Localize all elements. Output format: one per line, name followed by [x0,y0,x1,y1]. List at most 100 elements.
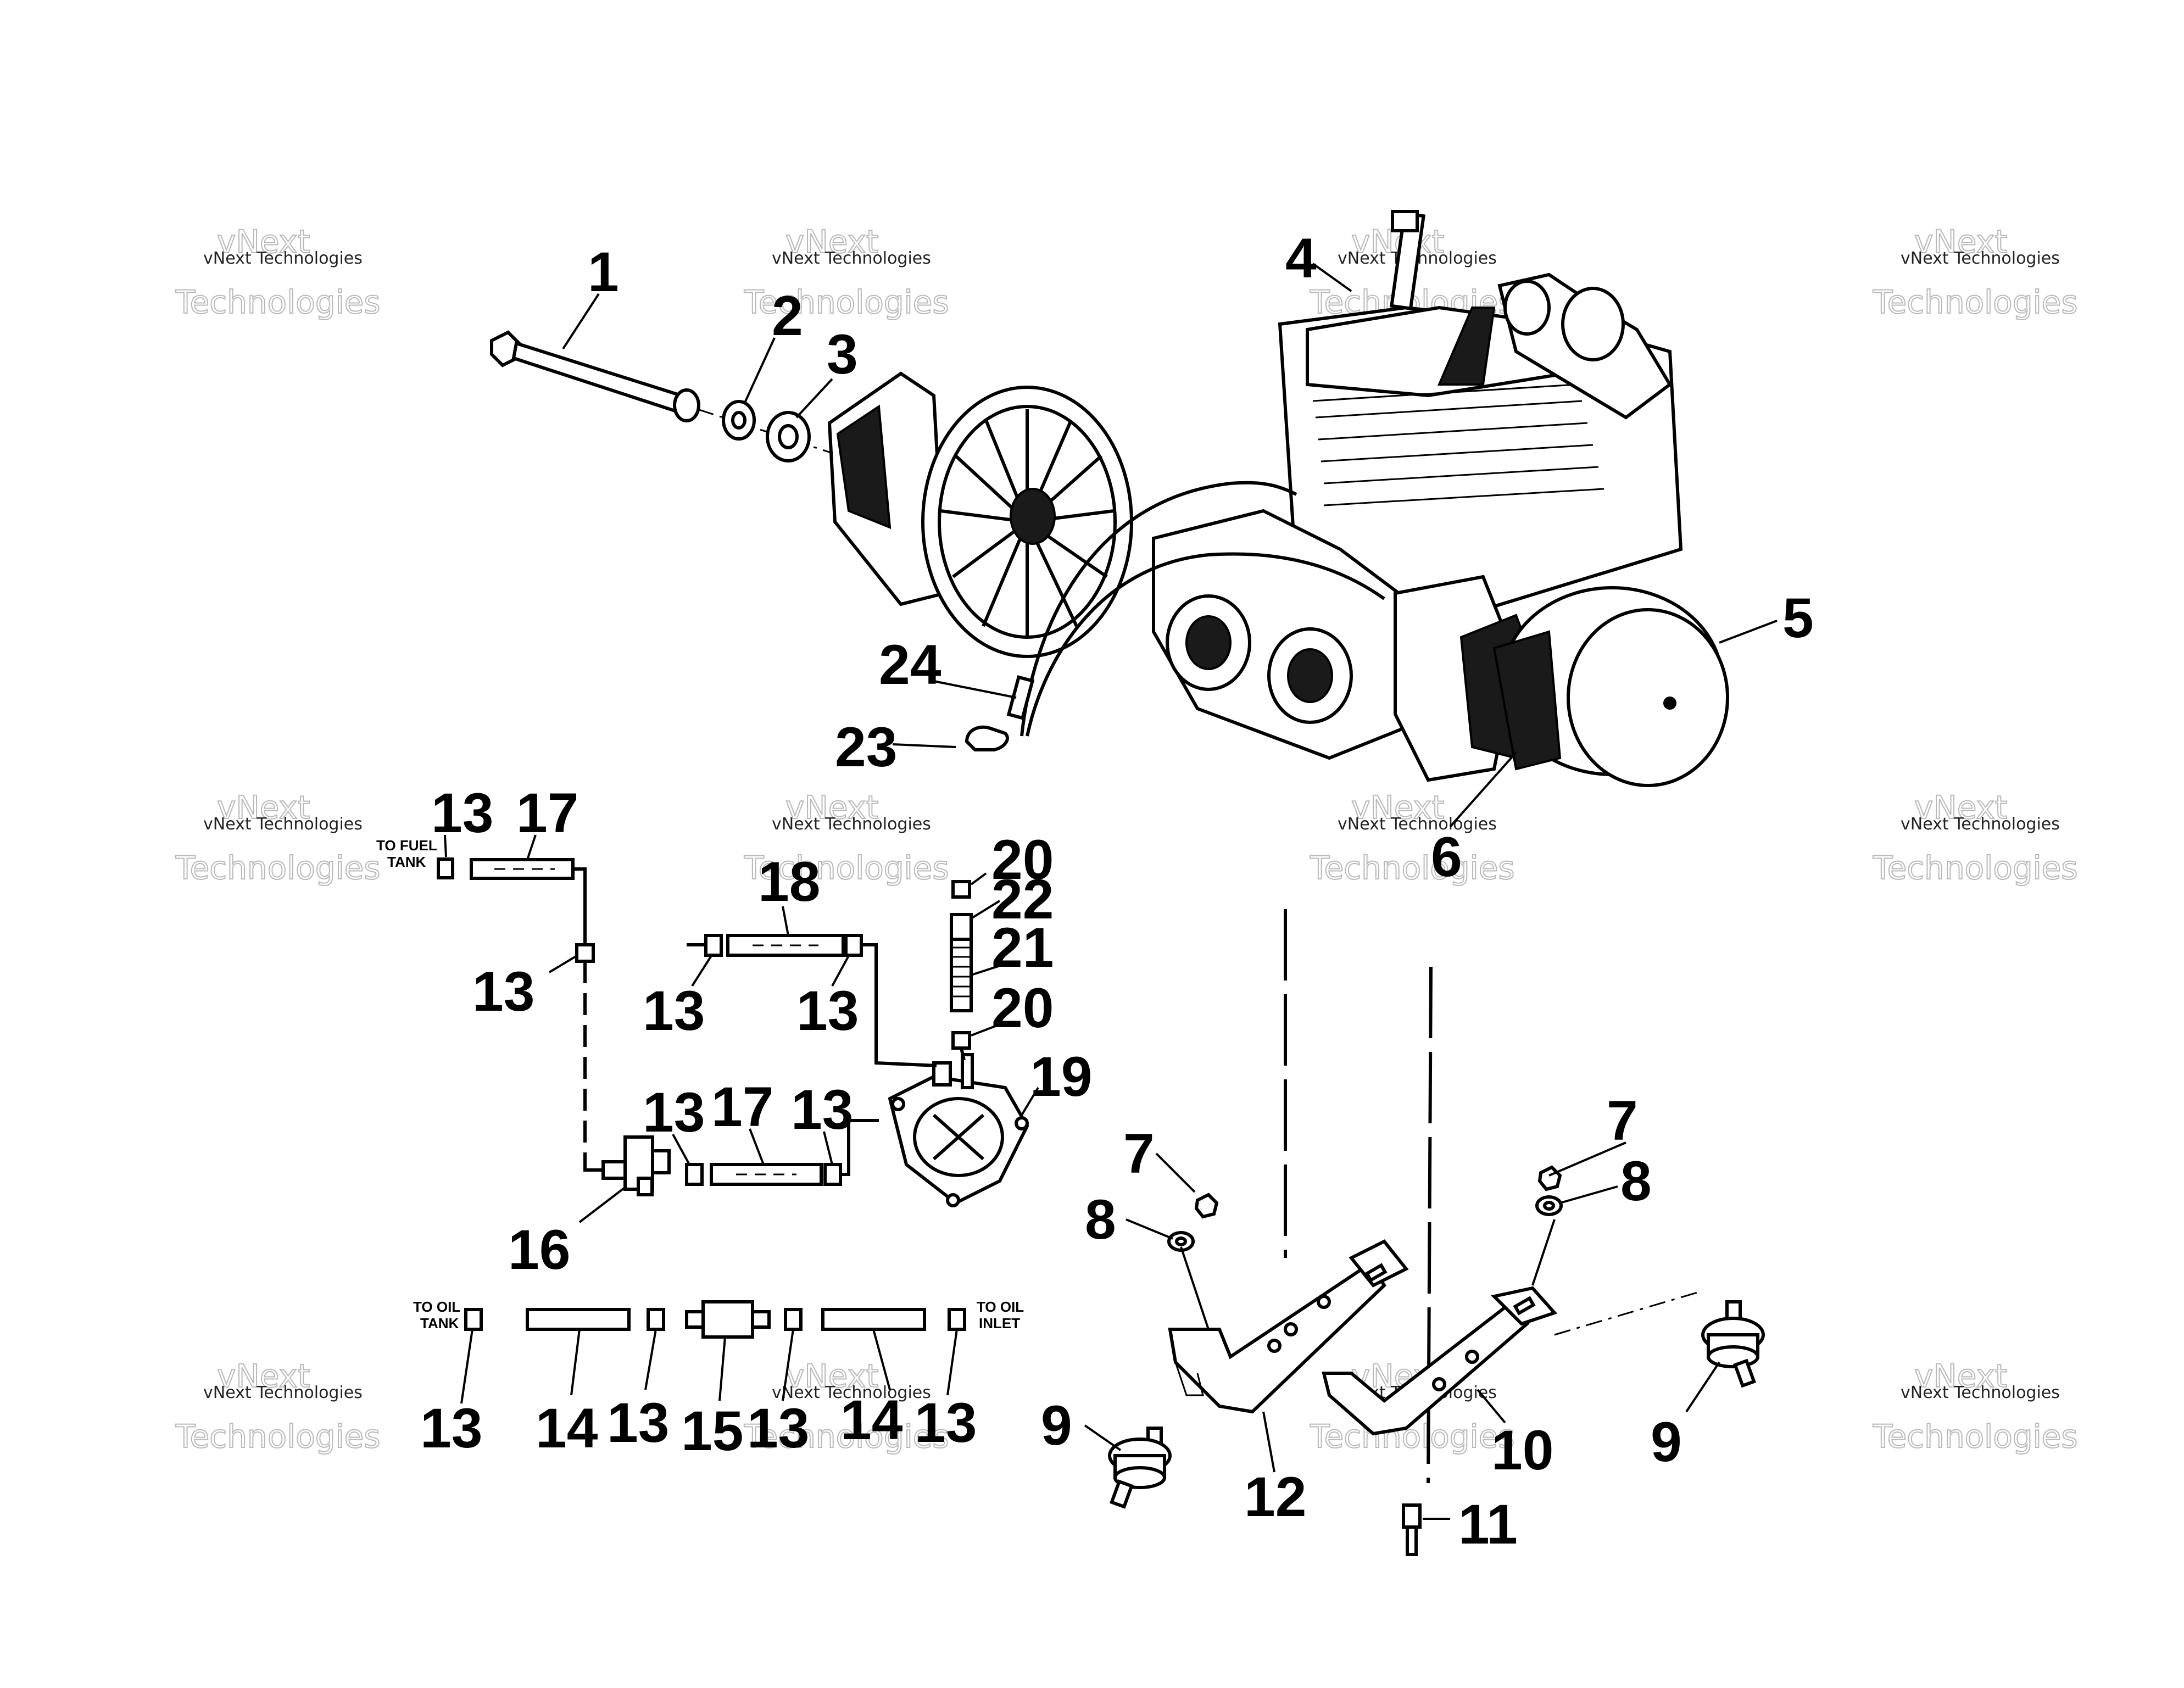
washer-hole [731,411,746,430]
tee-fitting [601,1135,671,1196]
bolt-shank [511,341,683,414]
watermark-outline-top: vNext [1914,223,2007,260]
watermark-2: vNext Technologies vNext Technologies [743,222,950,321]
hose-clamp [784,1308,803,1331]
mount-bracket-right [1322,1305,1530,1436]
fuel-hose [726,934,845,957]
hose-clamp [844,934,863,957]
callout-15: 15 [681,1400,743,1462]
engine-block [1152,210,1729,787]
callout-13: 13 [643,979,705,1042]
bolt-tip [673,388,700,422]
clutch-spider [836,404,892,530]
watermark-outline-top: vNext [1351,789,1444,826]
oil-filter [685,1300,771,1339]
callout-13: 13 [796,979,859,1042]
callout-6: 6 [1431,826,1462,888]
watermark-outline-bottom: Technologies [175,849,381,887]
watermark-5: vNext Technologies vNext Technologies [175,788,381,887]
watermark-7: vNext Technologies vNext Technologies [1309,788,1516,887]
watermark-text: vNext Technologies [772,249,931,268]
engine-mounts [1108,909,1765,1556]
engine-mount-bracket [1492,630,1562,771]
hose-clamp [951,880,971,899]
watermark-outline-bottom: Technologies [744,1418,949,1455]
watermark-outline-top: vNext [1914,789,2007,826]
watermark-text: vNext Technologies [1338,815,1497,834]
washer-part [722,400,756,441]
watermark-text: vNext Technologies [772,815,931,834]
hose-clamp [464,1308,483,1331]
hose-clamp [685,1163,704,1186]
watermark-outline-top: vNext [785,1357,878,1395]
bolt-part [490,330,700,422]
watermark-outline-bottom: Technologies [175,283,381,321]
pump-fitting [961,1053,974,1089]
cylinder-fins [1312,383,1604,506]
spacer-hole [778,424,799,449]
hose-clamp [823,1163,842,1186]
rubber-isolator-left [1108,1427,1172,1509]
callout-17: 17 [516,782,578,844]
recoil-center [1663,697,1676,710]
engine-assembly [490,210,1729,787]
callout-14: 14 [536,1397,598,1459]
callout-13: 13 [747,1397,809,1459]
callout-21: 21 [991,916,1054,979]
oil-hose [526,1308,631,1331]
to-oil-tank-label-2: TANK [420,1315,459,1332]
hose-clamp [948,1308,966,1331]
exhaust-port-2-hole [1287,648,1333,703]
watermark-12: vNext Technologies vNext Technologies [1872,1357,2079,1456]
leader-lines [444,263,1778,1520]
watermark-text: vNext Technologies [203,815,363,834]
callout-7: 7 [1607,1089,1638,1152]
watermark-outline-bottom: Technologies [1873,849,2078,887]
fuel-line [861,943,937,1067]
watermark-outline-bottom: Technologies [1873,283,2078,321]
callout-22: 22 [991,868,1054,931]
spark-plug-cap [1391,210,1419,232]
callout-13: 13 [420,1397,482,1459]
callout-13: 13 [472,960,534,1023]
watermark-9: vNext Technologies vNext Technologies [175,1357,381,1456]
callout-20: 20 [991,977,1054,1039]
watermark-outline-bottom: Technologies [1310,849,1515,887]
clutch-part [827,371,1133,658]
to-oil-inlet-label-2: INLET [979,1315,1020,1332]
hose-clamp [704,934,723,957]
spark-plug-area [1437,307,1496,386]
mount-bolt [1402,1503,1422,1556]
mount-bracket-left-tab [1349,1239,1409,1288]
watermark-outline-bottom: Technologies [744,283,949,321]
watermark-outline-top: vNext [217,789,310,826]
watermark-text: vNext Technologies [203,1383,363,1402]
callout-18: 18 [758,850,820,913]
callout-9: 9 [1651,1411,1682,1473]
throttle-cable [965,481,1385,751]
carburetor-bowl [1561,287,1625,361]
callout-19: 19 [1030,1045,1092,1108]
watermark-text: vNext Technologies [772,1383,931,1402]
fuel-pump [888,1053,1029,1207]
watermark-outline-top: vNext [785,789,878,826]
watermark-4: vNext Technologies vNext Technologies [1872,222,2079,321]
to-oil-inlet-label-1: TO OIL [977,1299,1024,1315]
callout-1: 1 [588,241,619,303]
watermark-6: vNext Technologies vNext Technologies [743,788,950,887]
callout-13: 13 [607,1391,669,1454]
callout-7: 7 [1123,1122,1155,1185]
watermark-outline-bottom: Technologies [1873,1418,2078,1455]
callout-5: 5 [1782,587,1814,649]
watermark-10: vNext Technologies vNext Technologies [743,1357,950,1456]
fuel-hose [710,1163,823,1186]
vent-hose-ribs [951,946,971,998]
callout-11: 11 [1458,1493,1518,1556]
callout-17: 17 [711,1076,773,1138]
watermark-text: vNext Technologies [1901,249,2060,268]
callout-12: 12 [1244,1466,1306,1528]
hose-clamp [647,1308,665,1331]
fuel-line [573,867,587,945]
exhaust-port-1-hole [1185,615,1232,670]
callout-3: 3 [827,323,858,386]
